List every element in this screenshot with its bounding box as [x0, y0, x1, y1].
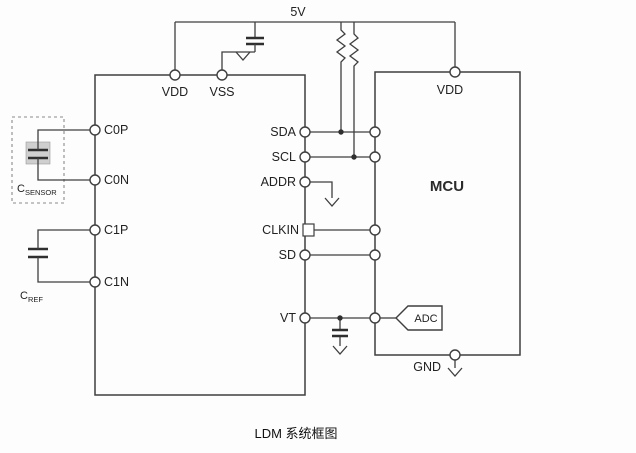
cref-label-sub: REF [28, 295, 43, 304]
pin-scl-main [299, 151, 311, 163]
cref-label: CREF [20, 290, 43, 304]
gnd-label: GND [413, 360, 441, 374]
addr-wire [310, 181, 333, 198]
vdd-main-label: VDD [162, 85, 188, 99]
pin-c0n [89, 174, 101, 186]
pin-gnd-mcu [449, 349, 461, 361]
sensor-dashed-box [11, 116, 65, 204]
mcu-body [374, 71, 521, 356]
vdd-mcu-label: VDD [437, 83, 463, 97]
cref-label-main: C [20, 290, 28, 302]
sda-label: SDA [270, 125, 296, 139]
pin-c1n [89, 276, 101, 288]
pin-c0p [89, 124, 101, 136]
scl-label: SCL [272, 150, 296, 164]
vt-ground-icon [332, 345, 348, 355]
c1n-label: C1N [104, 275, 129, 289]
pin-vt-mcu [369, 312, 381, 324]
pin-vdd-mcu [449, 66, 461, 78]
c0n-label: C0N [104, 173, 129, 187]
sda-junction-dot [338, 129, 344, 135]
clkin-label: CLKIN [262, 223, 299, 237]
pin-sda-mcu [369, 126, 381, 138]
addr-ground-icon [324, 197, 340, 207]
sd-label: SD [279, 248, 296, 262]
pin-sda-main [299, 126, 311, 138]
c1p-label: C1P [104, 223, 128, 237]
vt-junction-dot [337, 315, 343, 321]
scl-pullup-resistor [348, 22, 360, 157]
pin-sd-main [299, 249, 311, 261]
pin-c1p [89, 224, 101, 236]
diagram-title: LDM 系统框图 [254, 426, 337, 441]
adc-symbol [395, 305, 443, 331]
vss-capacitor [246, 36, 264, 46]
ref-capacitor-plates [28, 247, 48, 259]
vss-net-wire [221, 44, 256, 70]
csensor-label-main: C [17, 183, 25, 195]
scl-junction-dot [351, 154, 357, 160]
pin-vss-main [216, 69, 228, 81]
pin-clkin-mcu [369, 224, 381, 236]
adc-label: ADC [414, 313, 437, 325]
pin-addr-main [299, 176, 311, 188]
pin-vt-main [299, 312, 311, 324]
sda-pullup-resistor [335, 22, 347, 132]
mcu-label: MCU [430, 178, 464, 195]
clkin-clock-icon [302, 223, 315, 237]
sensor-capacitor-wires [37, 129, 90, 181]
vt-capacitor-plates [332, 328, 348, 338]
vt-label: VT [280, 311, 296, 325]
ref-capacitor-wires [37, 229, 90, 283]
power-rail-wire [174, 21, 456, 70]
pin-scl-mcu [369, 151, 381, 163]
vss-ground-icon [235, 51, 251, 61]
csensor-label: CSENSOR [17, 183, 57, 197]
addr-label: ADDR [261, 175, 296, 189]
c0p-label: C0P [104, 123, 128, 137]
vss-main-label: VSS [209, 85, 234, 99]
pin-sd-mcu [369, 249, 381, 261]
csensor-label-sub: SENSOR [25, 188, 57, 197]
pin-vdd-main [169, 69, 181, 81]
supply-5v-label: 5V [290, 5, 306, 19]
gnd-ground-icon [447, 367, 463, 377]
